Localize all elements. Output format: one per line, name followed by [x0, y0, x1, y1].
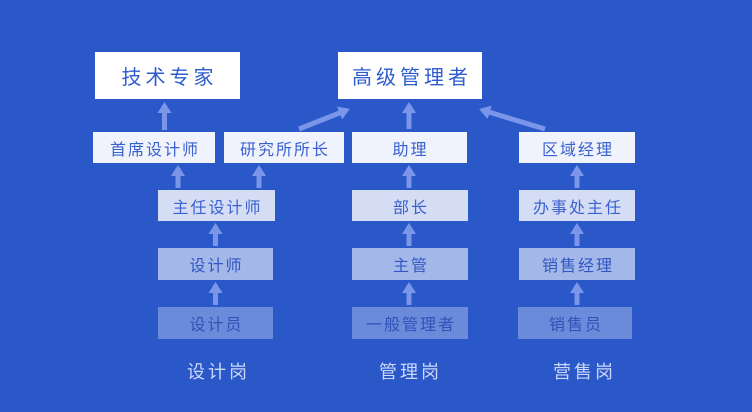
node-department-head: 部长 [352, 190, 468, 221]
node-regional-manager: 区域经理 [519, 132, 635, 163]
arrow-regional-manager-to-senior-manager [479, 105, 546, 132]
node-director-designer: 主任设计师 [158, 190, 275, 221]
node-institute-head: 研究所所长 [224, 132, 344, 163]
node-general-manager: 一般管理者 [352, 307, 468, 339]
node-sales-manager: 销售经理 [519, 248, 635, 280]
node-tech-expert: 技术专家 [95, 52, 240, 99]
node-office-director: 办事处主任 [519, 190, 635, 221]
node-junior-designer: 设计员 [158, 307, 273, 339]
node-chief-designer: 首席设计师 [93, 132, 215, 163]
column-label-management: 管理岗 [379, 362, 442, 382]
node-salesperson: 销售员 [518, 307, 632, 339]
node-assistant: 助理 [352, 132, 467, 163]
node-designer: 设计师 [158, 248, 273, 280]
column-label-sales: 营售岗 [553, 362, 616, 382]
arrow-institute-head-to-senior-manager [298, 106, 350, 132]
node-senior-manager: 高级管理者 [338, 52, 482, 99]
column-label-design: 设计岗 [187, 362, 250, 382]
node-supervisor: 主管 [352, 248, 468, 280]
